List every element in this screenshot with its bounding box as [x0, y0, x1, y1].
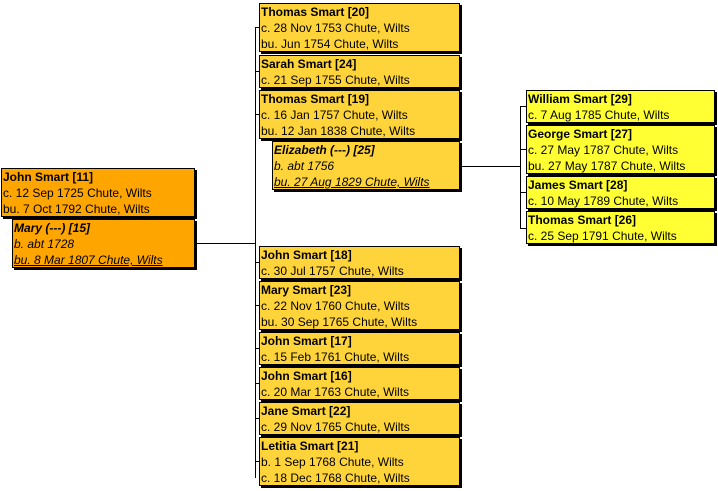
person-burial: bu. 12 Jan 1838 Chute, Wilts	[261, 124, 416, 138]
person-box-william-smart-29[interactable]: William Smart [29] c. 7 Aug 1785 Chute, …	[526, 90, 715, 123]
connector-child-16	[255, 383, 259, 384]
connector-child-17	[255, 348, 259, 349]
person-christening: c. 15 Feb 1761 Chute, Wilts	[261, 350, 410, 364]
person-box-thomas-smart-26[interactable]: Thomas Smart [26] c. 25 Sep 1791 Chute, …	[526, 211, 715, 244]
person-name: Sarah Smart [24]	[261, 57, 357, 71]
person-name: John Smart [16]	[261, 369, 352, 383]
person-christening: c. 29 Nov 1765 Chute, Wilts	[261, 420, 410, 434]
spouse-box-elizabeth-25[interactable]: Elizabeth (---) [25] b. abt 1756 bu. 27 …	[272, 141, 460, 190]
person-christening: c. 22 Nov 1760 Chute, Wilts	[261, 299, 410, 313]
person-christening: c. 16 Jan 1757 Chute, Wilts	[261, 108, 408, 122]
connector-parents-to-trunk	[196, 243, 255, 244]
person-box-letitia-smart-21[interactable]: Letitia Smart [21] b. 1 Sep 1768 Chute, …	[259, 437, 460, 486]
connector-child-24	[255, 71, 259, 72]
person-burial: bu. Jun 1754 Chute, Wilts	[261, 37, 399, 51]
person-box-james-smart-28[interactable]: James Smart [28] c. 10 May 1789 Chute, W…	[526, 176, 715, 209]
person-birth: b. abt 1728	[14, 237, 75, 251]
person-name: William Smart [29]	[528, 92, 632, 106]
person-christening: c. 27 May 1787 Chute, Wilts	[528, 143, 679, 157]
spouse-box-mary-15[interactable]: Mary (---) [15] b. abt 1728 bu. 8 Mar 18…	[12, 219, 195, 268]
connector-grandchild-27	[520, 149, 526, 150]
connector-grandchild-26	[520, 228, 526, 229]
person-name: Thomas Smart [19]	[261, 92, 370, 106]
person-burial: bu. 27 Aug 1829 Chute, Wilts	[274, 175, 430, 189]
person-name: John Smart [17]	[261, 334, 352, 348]
person-name: Letitia Smart [21]	[261, 439, 359, 453]
connector-child-18	[255, 262, 259, 263]
connector-grandchild-29	[520, 106, 526, 107]
person-name: Thomas Smart [20]	[261, 5, 370, 19]
person-name: Jane Smart [22]	[261, 404, 351, 418]
person-box-thomas-smart-20[interactable]: Thomas Smart [20] c. 28 Nov 1753 Chute, …	[259, 3, 460, 52]
person-box-sarah-smart-24[interactable]: Sarah Smart [24] c. 21 Sep 1755 Chute, W…	[259, 55, 460, 88]
person-name: Thomas Smart [26]	[528, 213, 637, 227]
person-christening: c. 30 Jul 1757 Chute, Wilts	[261, 264, 404, 278]
person-box-john-smart-11[interactable]: John Smart [11] c. 12 Sep 1725 Chute, Wi…	[1, 168, 195, 217]
person-christening: c. 21 Sep 1755 Chute, Wilts	[261, 73, 410, 87]
person-burial: bu. 7 Oct 1792 Chute, Wilts	[3, 202, 150, 216]
person-box-john-smart-17[interactable]: John Smart [17] c. 15 Feb 1761 Chute, Wi…	[259, 332, 460, 365]
person-box-john-smart-16[interactable]: John Smart [16] c. 20 Mar 1763 Chute, Wi…	[259, 367, 460, 400]
connector-grandchildren-trunk	[520, 106, 521, 228]
connector-couple-to-grandchildren	[461, 166, 520, 167]
connector-child-23	[255, 305, 259, 306]
connector-child-22	[255, 418, 259, 419]
person-name: Mary (---) [15]	[14, 221, 91, 235]
connector-grandchild-28	[520, 192, 526, 193]
person-burial: bu. 27 May 1787 Chute, Wilts	[528, 159, 686, 173]
person-name: James Smart [28]	[528, 178, 628, 192]
connector-child-20	[255, 27, 259, 28]
person-christening: c. 10 May 1789 Chute, Wilts	[528, 194, 679, 208]
person-box-mary-smart-23[interactable]: Mary Smart [23] c. 22 Nov 1760 Chute, Wi…	[259, 281, 460, 330]
person-christening: c. 20 Mar 1763 Chute, Wilts	[261, 385, 410, 399]
person-box-john-smart-18[interactable]: John Smart [18] c. 30 Jul 1757 Chute, Wi…	[259, 246, 460, 279]
person-box-thomas-smart-19[interactable]: Thomas Smart [19] c. 16 Jan 1757 Chute, …	[259, 90, 460, 139]
person-name: John Smart [11]	[3, 170, 94, 184]
person-christening: c. 18 Dec 1768 Chute, Wilts	[261, 471, 410, 485]
person-name: Mary Smart [23]	[261, 283, 352, 297]
person-christening: c. 12 Sep 1725 Chute, Wilts	[3, 186, 152, 200]
person-burial: bu. 30 Sep 1765 Chute, Wilts	[261, 315, 418, 329]
connector-child-21	[255, 461, 259, 462]
person-name: Elizabeth (---) [25]	[274, 143, 375, 157]
person-christening: c. 28 Nov 1753 Chute, Wilts	[261, 21, 410, 35]
person-box-george-smart-27[interactable]: George Smart [27] c. 27 May 1787 Chute, …	[526, 125, 715, 174]
person-burial: bu. 8 Mar 1807 Chute, Wilts	[14, 253, 163, 267]
person-birth: b. abt 1756	[274, 159, 335, 173]
connector-child-19	[255, 114, 259, 115]
person-name: John Smart [18]	[261, 248, 352, 262]
person-christening: c. 7 Aug 1785 Chute, Wilts	[528, 108, 670, 122]
person-name: George Smart [27]	[528, 127, 633, 141]
person-christening: c. 25 Sep 1791 Chute, Wilts	[528, 229, 677, 243]
person-box-jane-smart-22[interactable]: Jane Smart [22] c. 29 Nov 1765 Chute, Wi…	[259, 402, 460, 435]
connector-children-trunk	[255, 27, 256, 478]
person-birth: b. 1 Sep 1768 Chute, Wilts	[261, 455, 404, 469]
